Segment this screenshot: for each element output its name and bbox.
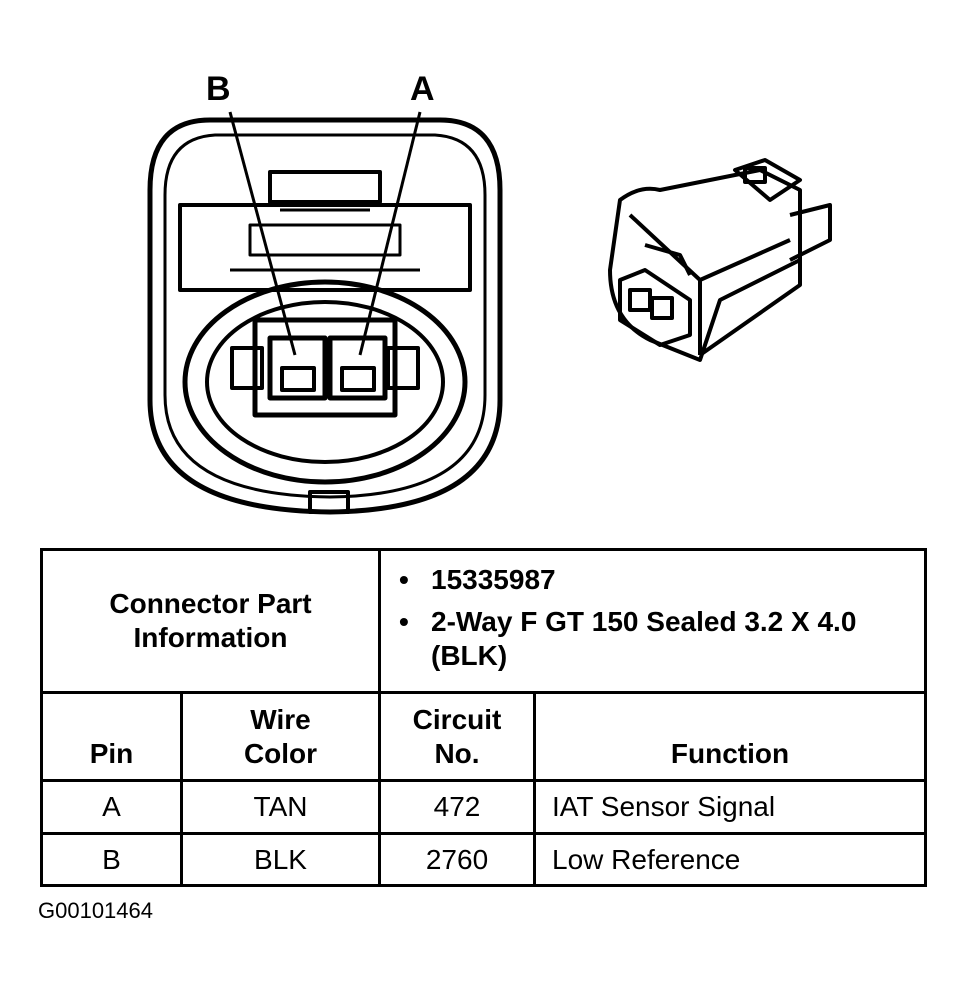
col-header-circuit-no: Circuit No.	[378, 691, 537, 782]
part-info-row: Connector Part Information 15335987 2-Wa…	[39, 548, 928, 694]
part-info-item: 2-Way F GT 150 Sealed 3.2 X 4.0 (BLK)	[399, 605, 914, 673]
leader-line-a	[358, 111, 422, 356]
col-header-function: Function	[533, 691, 928, 782]
pin-label-a: A	[410, 70, 435, 108]
connector-face-view	[147, 111, 832, 515]
col-header-wire-color: Wire Color	[179, 691, 382, 782]
figure-id: G00101464	[38, 898, 153, 923]
terminal-block	[252, 317, 398, 418]
part-info-item: 15335987	[399, 563, 914, 597]
seal-ring-outer	[182, 279, 468, 485]
connector-diagram: B A	[147, 70, 832, 515]
housing-outline	[147, 117, 503, 515]
table-row: A TAN 472 IAT Sensor Signal	[40, 779, 928, 835]
cell-circuit-no: 472	[378, 779, 537, 835]
cavity-a	[327, 335, 388, 401]
cell-circuit-no: 2760	[378, 832, 537, 887]
cavity-b	[267, 335, 328, 401]
cell-function: Low Reference	[533, 832, 928, 887]
latch-frame	[178, 203, 472, 292]
connector-info-table: Connector Part Information 15335987 2-Wa…	[39, 548, 928, 887]
leader-line-b	[228, 111, 297, 356]
cell-pin: A	[40, 779, 183, 835]
column-header-row: Pin Wire Color Circuit No. Function	[40, 691, 928, 782]
cell-wire-color: BLK	[179, 832, 382, 887]
part-info-list: 15335987 2-Way F GT 150 Sealed 3.2 X 4.0…	[378, 548, 928, 694]
cell-wire-color: TAN	[179, 779, 382, 835]
col-header-pin: Pin	[40, 691, 183, 782]
cell-function: IAT Sensor Signal	[533, 779, 928, 835]
seal-ring-inner	[205, 300, 445, 464]
cell-pin: B	[40, 832, 183, 887]
part-info-label: Connector Part Information	[39, 548, 382, 694]
housing-inner-outline	[163, 133, 487, 499]
table-row: B BLK 2760 Low Reference	[40, 832, 928, 887]
latch-top	[268, 170, 382, 204]
bottom-key	[308, 490, 350, 514]
connector-isometric-view	[608, 158, 832, 362]
pin-label-b: B	[206, 70, 231, 108]
